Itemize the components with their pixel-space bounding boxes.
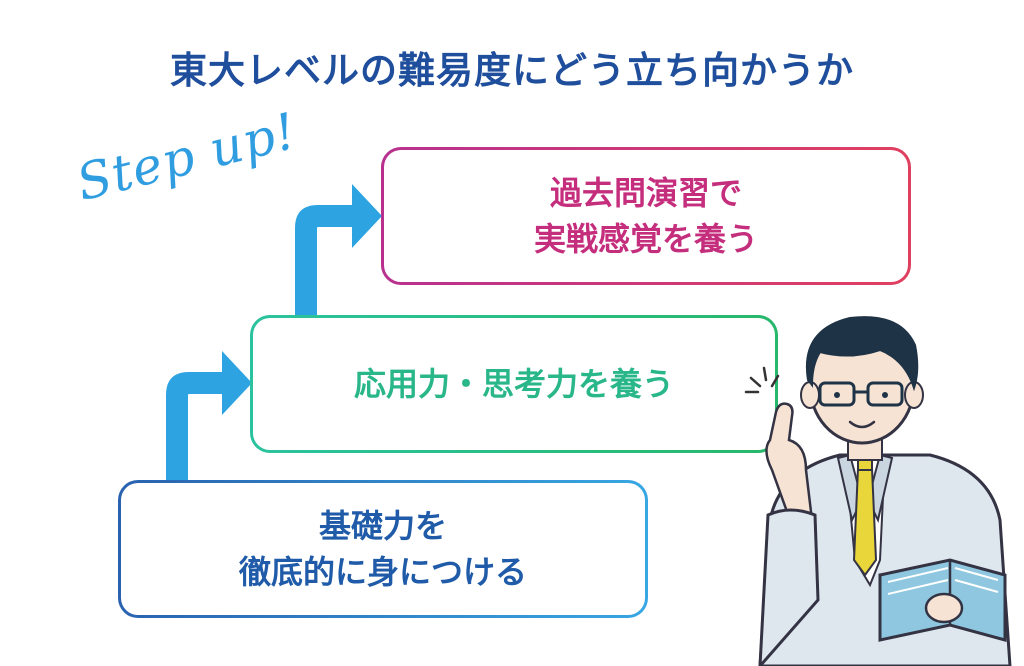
page-title: 東大レベルの難易度にどう立ち向かうか <box>170 49 854 92</box>
step-box-applied-line1: 応用力・思考力を養う <box>353 364 674 403</box>
sparkle-icon <box>744 366 780 394</box>
step-arrow-1 <box>166 351 252 482</box>
step-box-applied: 応用力・思考力を養う <box>250 315 778 453</box>
step-box-past-exams-line2: 実戦感覚を養う <box>533 220 758 258</box>
step-box-basic: 基礎力を 徹底的に身につける <box>118 480 648 618</box>
step-box-past-exams: 過去問演習で 実戦感覚を養う <box>381 147 911 285</box>
step-box-basic-line1: 基礎力を <box>318 506 447 545</box>
step-box-past-exams-line1: 過去問演習で <box>549 173 742 212</box>
step-box-basic-line2: 徹底的に身につける <box>238 553 527 591</box>
step-arrow-2 <box>295 184 382 317</box>
